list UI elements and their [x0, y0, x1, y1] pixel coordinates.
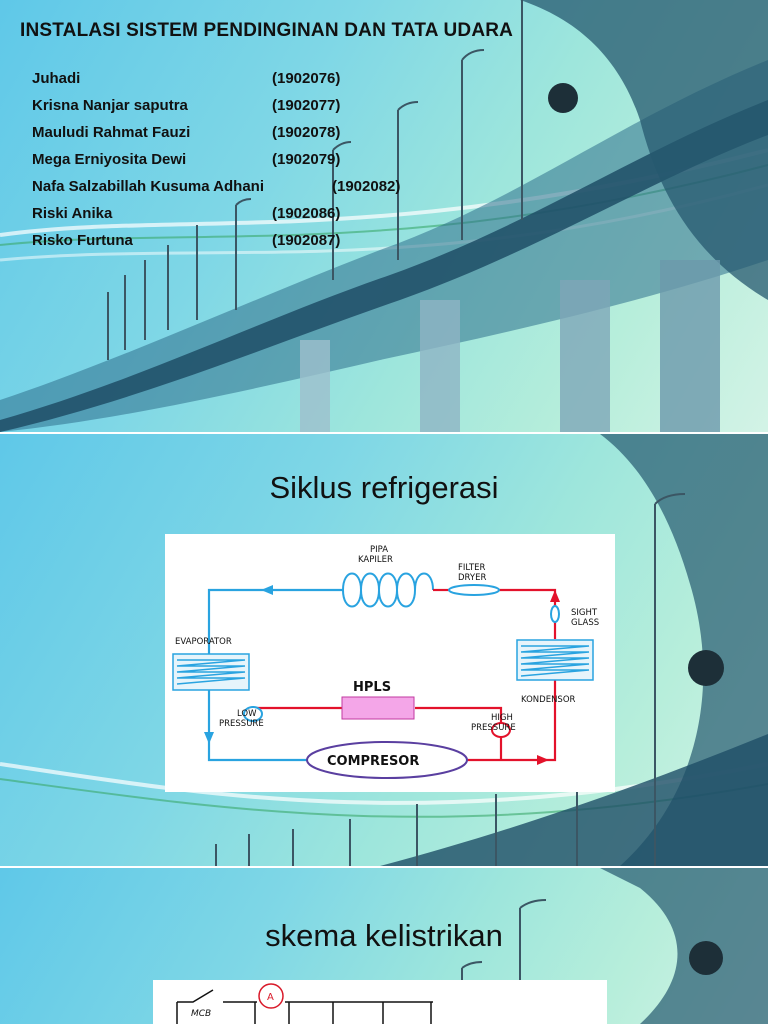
- label-evaporator: EVAPORATOR: [175, 637, 232, 647]
- sight-glass-icon: [550, 605, 560, 623]
- flow-arrow-icon: [261, 585, 273, 595]
- author-nim: (1902079): [272, 151, 341, 168]
- refrigeration-cycle-diagram: PIPA KAPILER FILTER DRYER SIGHT GLASS EV…: [165, 534, 615, 792]
- refrigeration-slide: Siklus refrigerasi: [0, 434, 768, 866]
- flow-arrow-icon: [550, 590, 560, 602]
- label-low-pressure: PRESSURE: [219, 719, 264, 729]
- author-row: Krisna Nanjar saputra (1902077): [32, 97, 452, 124]
- author-name: Mauludi Rahmat Fauzi: [32, 124, 191, 141]
- label-dryer: DRYER: [458, 573, 486, 583]
- label-kondensor: KONDENSOR: [521, 695, 576, 705]
- flow-arrow-icon: [204, 732, 214, 744]
- kondensor-icon: [516, 639, 594, 681]
- presentation-title: INSTALASI SISTEM PENDINGINAN DAN TATA UD…: [20, 20, 514, 41]
- hpls-box: [341, 696, 415, 720]
- bridge-background: [0, 0, 768, 432]
- label-kapiler: KAPILER: [358, 555, 393, 565]
- label-glass: GLASS: [571, 618, 599, 628]
- low-pressure-gauge-icon: [243, 706, 263, 722]
- author-row: Mega Erniyosita Dewi (1902079): [32, 151, 452, 178]
- compresor-icon: [306, 741, 468, 779]
- label-mcb: MCB: [191, 1009, 211, 1019]
- author-row: Juhadi (1902076): [32, 70, 452, 97]
- author-nim: (1902076): [272, 70, 341, 87]
- author-nim: (1902086): [272, 205, 341, 222]
- author-list: Juhadi (1902076) Krisna Nanjar saputra (…: [32, 70, 452, 259]
- author-row: Riski Anika (1902086): [32, 205, 452, 232]
- flow-arrow-icon: [537, 755, 549, 765]
- filter-dryer-icon: [448, 584, 500, 596]
- high-pressure-gauge-icon: [491, 722, 511, 738]
- author-name: Mega Erniyosita Dewi: [32, 151, 187, 168]
- bridge-background: [461, 868, 768, 1024]
- author-nim: (1902087): [272, 232, 341, 249]
- author-nim: (1902077): [272, 97, 341, 114]
- author-name: Risko Furtuna: [32, 232, 133, 249]
- capillary-coil-icon: [342, 572, 434, 608]
- evaporator-icon: [172, 653, 250, 691]
- author-name: Krisna Nanjar saputra: [32, 97, 188, 114]
- slide-heading: skema kelistrikan: [265, 918, 503, 953]
- label-low: LOW: [237, 709, 257, 719]
- label-sight: SIGHT: [571, 608, 598, 618]
- label-hpls: HPLS: [353, 680, 391, 695]
- author-row: Nafa Salzabillah Kusuma Adhani (1902082): [32, 178, 452, 205]
- suction-line: [207, 588, 343, 654]
- author-row: Mauludi Rahmat Fauzi (1902078): [32, 124, 452, 151]
- title-slide: INSTALASI SISTEM PENDINGINAN DAN TATA UD…: [0, 0, 768, 432]
- label-high-pressure: PRESSURE: [471, 723, 516, 733]
- author-name: Riski Anika: [32, 205, 113, 222]
- author-nim: (1902082): [332, 178, 401, 195]
- author-name: Juhadi: [32, 70, 81, 87]
- electrical-schematic-diagram: A MCB: [153, 980, 607, 1024]
- ammeter-icon: [258, 983, 284, 1009]
- label-compresor: COMPRESOR: [327, 754, 419, 769]
- label-ammeter: A: [267, 992, 274, 1003]
- author-row: Risko Furtuna (1902087): [32, 232, 452, 259]
- label-pipa: PIPA: [370, 545, 388, 555]
- author-nim: (1902078): [272, 124, 341, 141]
- slide-heading: Siklus refrigerasi: [269, 470, 499, 505]
- label-high: HIGH: [491, 713, 513, 723]
- electrical-slide: skema kelistrikan A MCB: [0, 868, 768, 1024]
- label-filter: FILTER: [458, 563, 486, 573]
- author-name: Nafa Salzabillah Kusuma Adhani: [32, 178, 264, 195]
